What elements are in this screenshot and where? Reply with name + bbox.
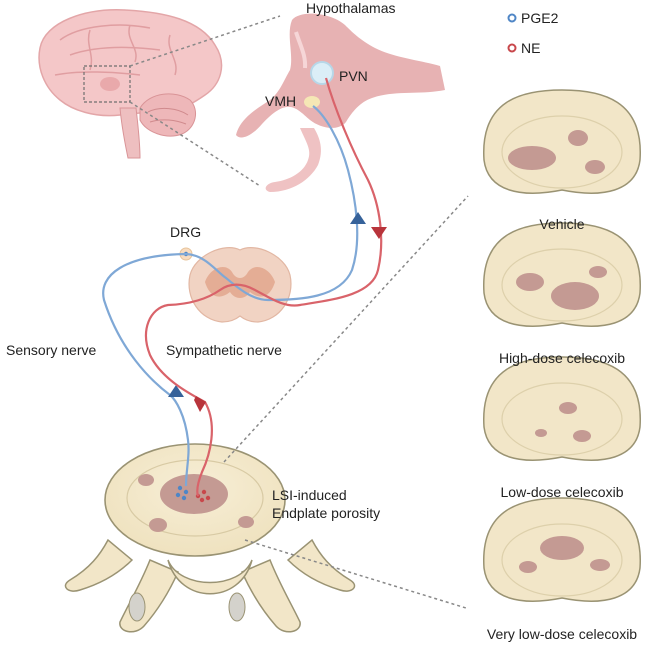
sensory-arrowhead-lower — [168, 385, 184, 397]
porosity-lesion — [508, 146, 556, 170]
porosity-lesion — [516, 273, 544, 291]
drg-label: DRG — [170, 224, 202, 240]
porosity-lesion — [519, 561, 537, 573]
zoom-line-bottom — [129, 101, 261, 187]
pvn-nucleus — [310, 61, 334, 85]
legend — [507, 13, 517, 53]
lsi-label-line2: Endplate porosity — [272, 505, 381, 521]
hypothalamus-label: Hypothalamas — [306, 0, 396, 16]
porosity-lesion — [573, 430, 591, 442]
porosity-lesion — [590, 559, 610, 571]
hypothalamus-tissue — [236, 13, 445, 192]
zoom-line-vertebra-bottom — [244, 539, 467, 609]
sensory-arrowhead-upper — [350, 212, 366, 224]
ne-legend-marker — [507, 43, 517, 53]
vertebra-illustration — [64, 443, 356, 633]
porosity-lesion — [551, 282, 599, 310]
endplate-disc-1 — [483, 89, 641, 194]
endplate-panels — [483, 89, 641, 602]
panel-label-high-dose: High-dose celecoxib — [498, 350, 626, 366]
panel-label-vehicle: Vehicle — [539, 216, 585, 232]
sympathetic-nerve-label: Sympathetic nerve — [166, 342, 282, 358]
pge2-legend-label: PGE2 — [521, 10, 559, 26]
sympathetic-arrowhead-lower — [194, 396, 206, 412]
sensory-nerve-label: Sensory nerve — [6, 342, 97, 358]
pge2-legend-marker — [507, 13, 517, 23]
porosity-lesion — [589, 266, 607, 278]
endplate-disc-3 — [483, 356, 641, 461]
sympathetic-arrowhead-upper — [371, 227, 387, 239]
porosity-lesion — [585, 160, 605, 174]
vmh-label: VMH — [265, 93, 297, 109]
sympathetic-nerve-path — [145, 77, 383, 497]
zoom-line-vertebra-top — [223, 195, 469, 463]
porosity-lesion — [540, 536, 584, 560]
panel-label-low-dose: Low-dose celecoxib — [500, 484, 624, 500]
porosity-lesion — [535, 429, 547, 437]
panel-label-very-low-dose: Very low-dose celecoxib — [486, 626, 638, 642]
zoom-line-top — [129, 15, 281, 67]
endplate-disc-2 — [483, 222, 641, 327]
endplate-disc-4 — [483, 497, 641, 602]
porosity-lesion — [160, 474, 228, 514]
ne-legend-label: NE — [521, 40, 541, 56]
vmh-nucleus — [304, 96, 320, 108]
pvn-label: PVN — [339, 68, 368, 84]
lsi-label-line1: LSI-induced — [272, 487, 347, 503]
brain-illustration — [38, 9, 223, 159]
porosity-lesion — [568, 130, 588, 146]
porosity-lesion — [559, 402, 577, 414]
